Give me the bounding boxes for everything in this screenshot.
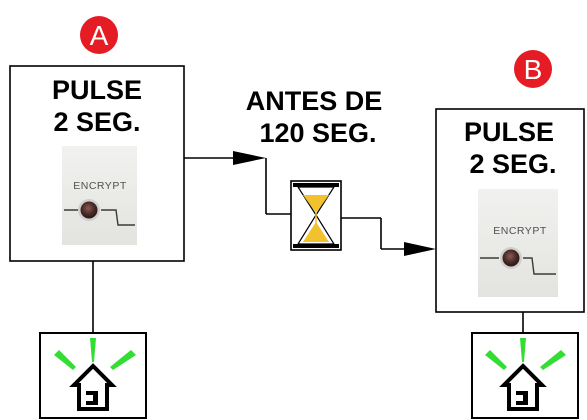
step-a: A PULSE 2 SEG. ENCRYPT (9, 16, 185, 262)
step-b-button-panel (478, 189, 558, 297)
step-b: B PULSE 2 SEG. ENCRYPT (435, 50, 585, 313)
step-a-encrypt-button: ENCRYPT (62, 146, 137, 245)
home-led-blinking-icon (39, 332, 147, 419)
step-b-button-cap (502, 249, 520, 267)
step-a-instruction-line2: 2 SEG. (53, 107, 140, 137)
hourglass-icon (290, 180, 342, 251)
step-b-badge-label: B (524, 54, 543, 85)
step-b-instruction-line2: 2 SEG. (469, 149, 556, 179)
step-b-encrypt-button: ENCRYPT (478, 189, 558, 297)
step-a-button-panel (62, 146, 137, 245)
step-a-button-trace (64, 209, 135, 226)
step-b-badge-circle (514, 50, 552, 88)
step-a-badge-label: A (90, 20, 109, 51)
step-b-button-label: ENCRYPT (493, 225, 547, 237)
step-a-badge: A (80, 16, 118, 54)
step-a-button-label: ENCRYPT (73, 180, 127, 192)
connector-a-to-wait (184, 151, 291, 215)
connector-wait-to-b (341, 217, 436, 256)
step-b-badge: B (514, 50, 552, 88)
step-a-badge-circle (80, 16, 118, 54)
wait-label-line1: ANTES DE (246, 86, 383, 116)
step-b-instruction-line1: PULSE (464, 117, 554, 147)
step-b-button-trace (480, 257, 556, 275)
step-a-button-cap (80, 201, 98, 219)
wait-label-line2: 120 SEG. (259, 118, 376, 148)
home-led-blinking-icon-b (471, 332, 579, 419)
step-a-instruction-line1: PULSE (52, 75, 142, 105)
